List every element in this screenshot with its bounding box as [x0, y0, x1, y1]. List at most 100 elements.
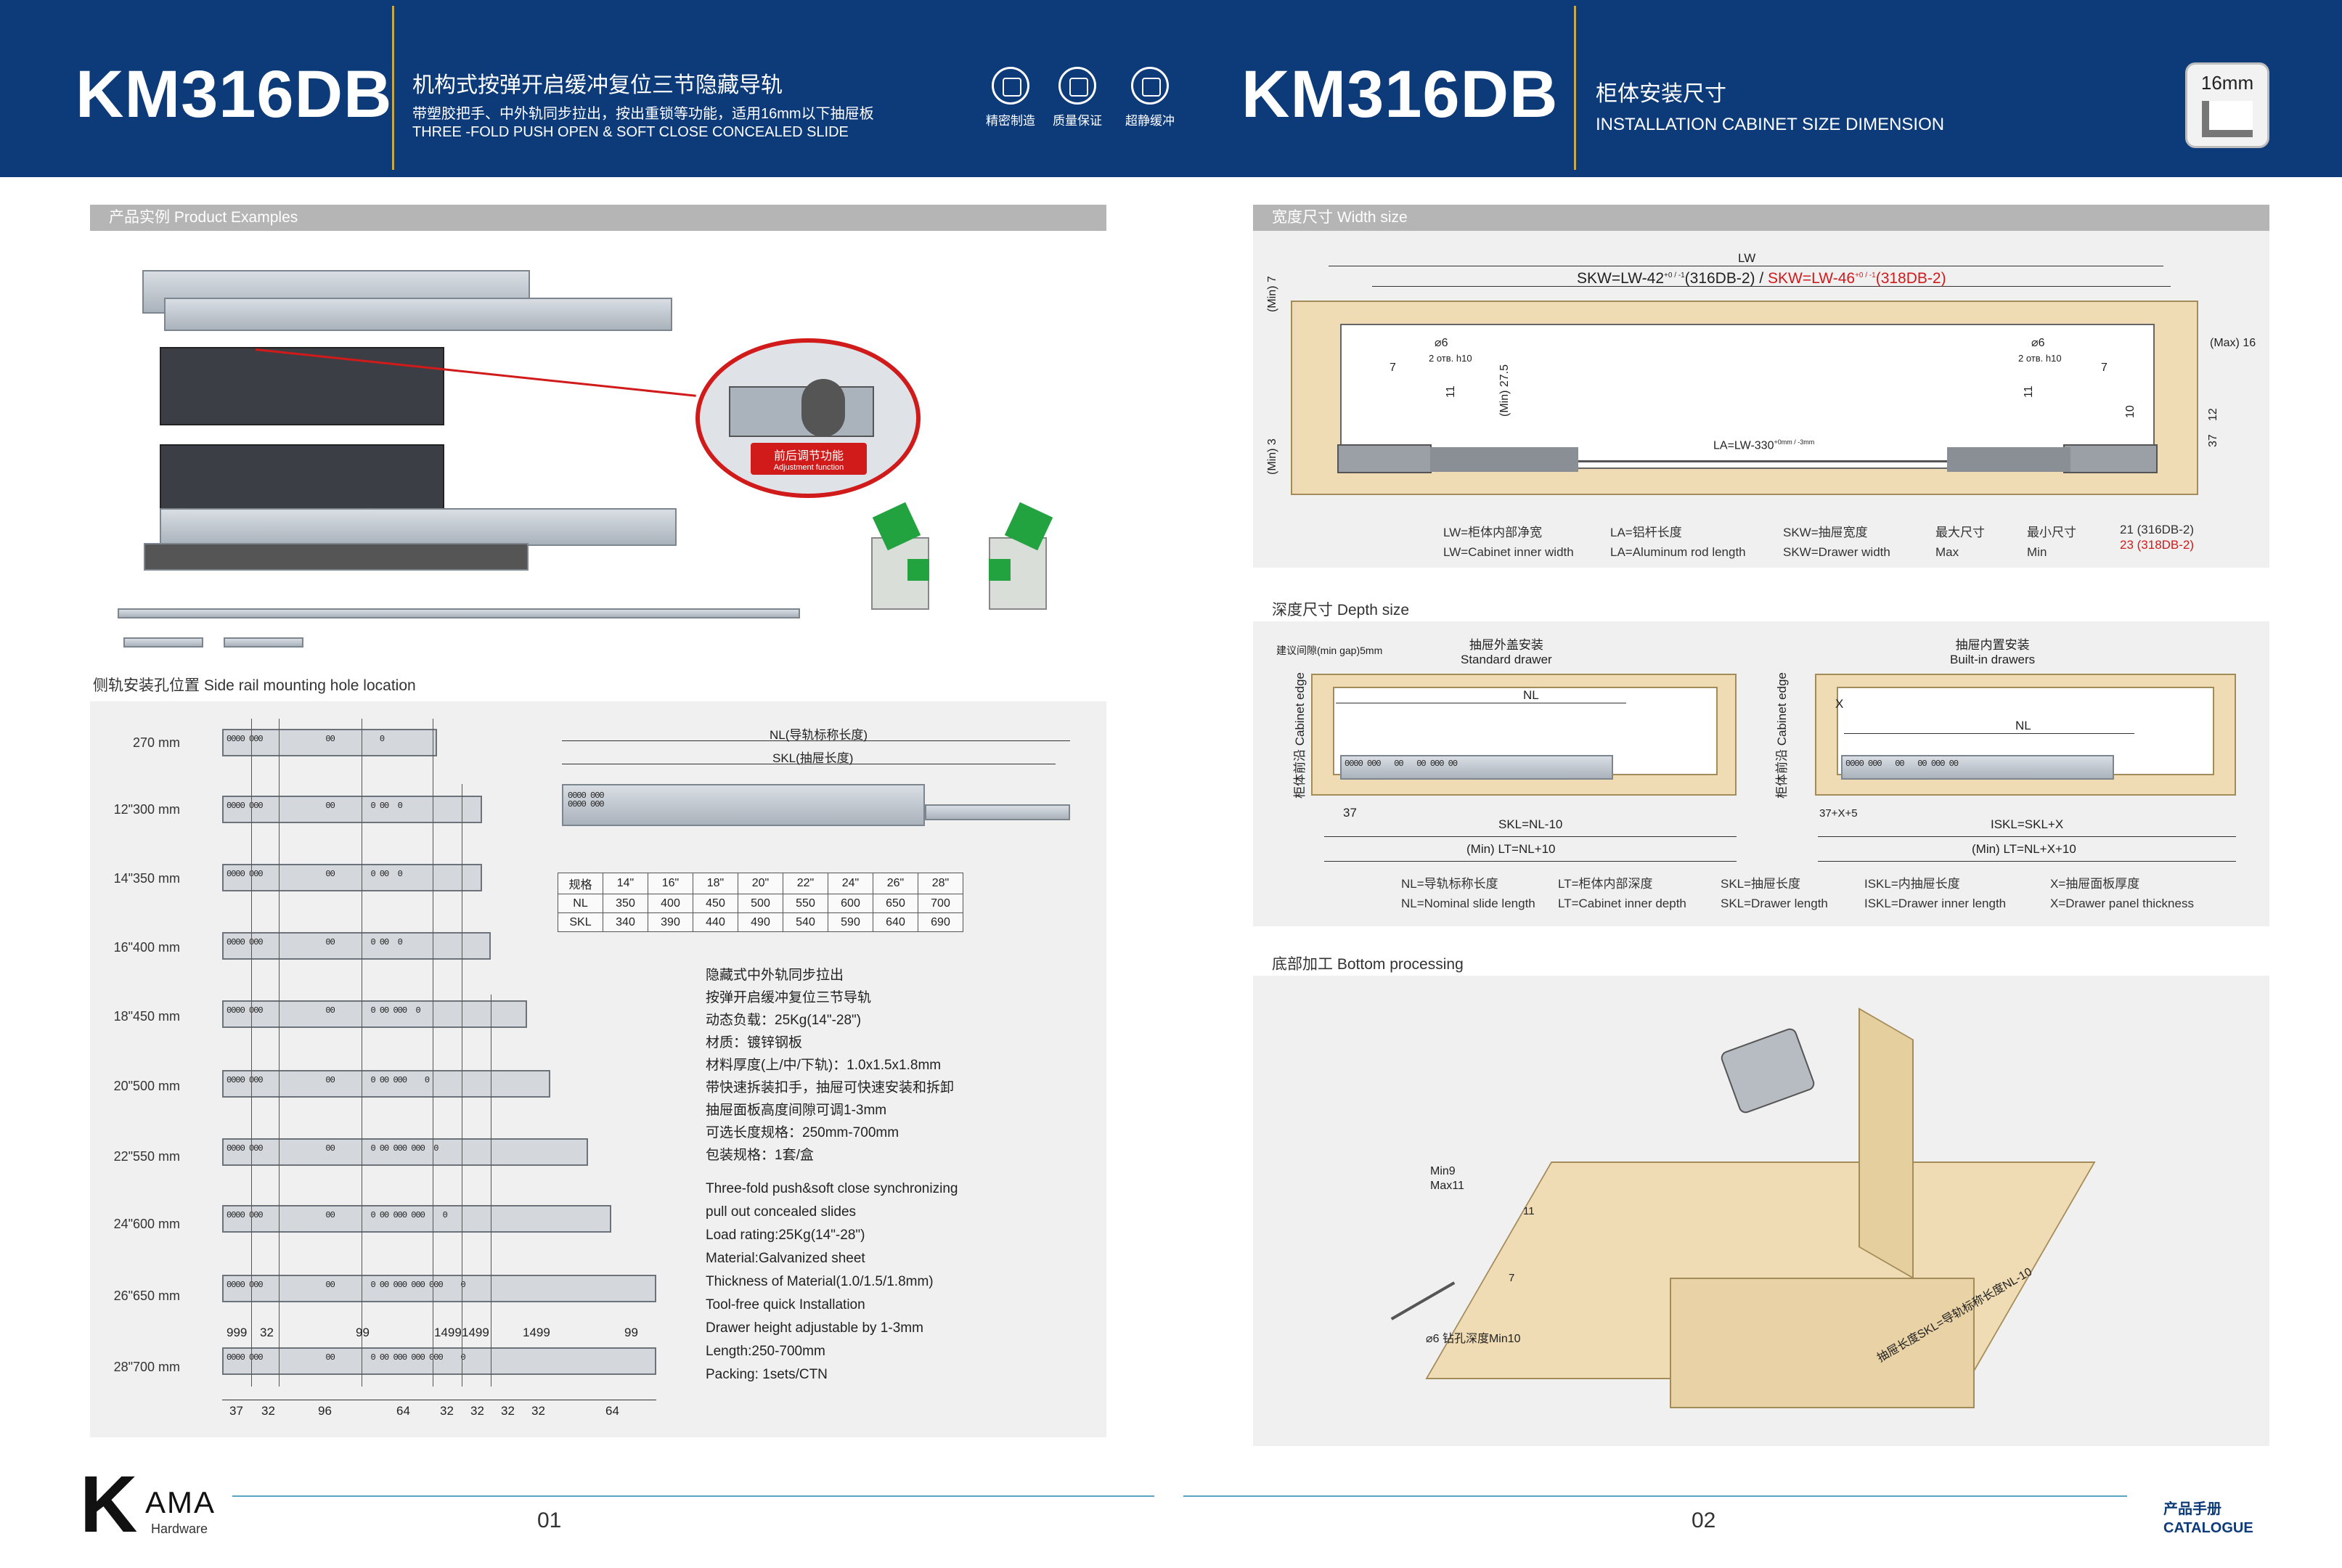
spec-line: 带快速拆装扣手，抽屉可快速安装和拆卸: [706, 1080, 955, 1095]
dim-label: 1499: [434, 1326, 462, 1339]
table-cell: 590: [828, 912, 873, 932]
nl-label-std: NL: [1523, 688, 1539, 702]
la-text: LA=LW-330: [1713, 439, 1774, 452]
table-row: NL 350 400 450 500 550 600 650 700: [558, 894, 963, 913]
spec-line: 动态负载：25Kg(14"-28"): [706, 1013, 862, 1028]
slide-section-right: [2063, 444, 2158, 473]
table-cell: SKL: [558, 912, 603, 932]
guide-line: [251, 719, 252, 1387]
legend-nl: NL=导轨标称长度 NL=Nominal slide length: [1401, 874, 1535, 913]
dim-37-std: 37: [1343, 806, 1357, 820]
dim-12-label: 12: [2207, 408, 2219, 421]
right-title-block: 柜体安装尺寸 INSTALLATION CABINET SIZE DIMENSI…: [1596, 75, 1944, 135]
table-cell: 400: [648, 894, 693, 913]
spec-line: Length:250-700mm: [706, 1344, 825, 1359]
lt-line: [1324, 861, 1737, 862]
cabinet-edge-en: Cabinet edge: [1775, 672, 1789, 746]
phi6-left: ⌀6: [1435, 337, 1448, 349]
drawer-side-3d: [1858, 1008, 1914, 1279]
spec-line: 可选长度规格：250mm-700mm: [706, 1125, 899, 1140]
std-label: 抽屉外盖安装 Standard drawer: [1461, 634, 1552, 667]
rod-connector: [123, 637, 203, 648]
page-number-right: 02: [1692, 1508, 1716, 1532]
dim-label: 999: [227, 1326, 248, 1339]
right-title-cn: 柜体安装尺寸: [1596, 82, 1726, 106]
aluminum-rod: [1578, 460, 1947, 462]
table-cell: 450: [693, 894, 738, 913]
cabinet-edge-en: Cabinet edge: [1293, 672, 1307, 746]
slide-depth-std: 0000 000 00 00 000 00: [1340, 755, 1613, 780]
rail-bar: 0000 000 00 0: [222, 729, 437, 756]
right-model-title: KM316DB: [1241, 57, 1559, 131]
footer-line-left: [232, 1495, 1154, 1497]
table-cell: 14": [603, 873, 648, 894]
legend-x: X=抽屉面板厚度 X=Drawer panel thickness: [2050, 874, 2194, 913]
dim-11-bottom: 11: [1523, 1205, 1535, 1217]
legend-lw: LW=柜体内部净宽 LW=Cabinet inner width: [1443, 523, 1574, 562]
legend-cn: ISKL=内抽屉长度: [1864, 877, 1960, 891]
max11-label: Max11: [1430, 1180, 1464, 1192]
min9-label: Min9: [1430, 1165, 1456, 1177]
builtin-label: 抽屉内置安装 Built-in drawers: [1950, 634, 2035, 667]
left-subtitle-cn: 带塑胶把手、中外轨同步拉出，按出重锁等功能，适用16mm以下抽屉板: [412, 106, 874, 122]
spec-line: pull out concealed slides: [706, 1204, 857, 1220]
min3-label: (Min) 3: [1266, 438, 1278, 475]
spec-line: Material:Galvanized sheet: [706, 1251, 865, 1266]
dim-10-label: 10: [2124, 405, 2137, 418]
table-cell: 16": [648, 873, 693, 894]
skw-formula-a: SKW=LW-42: [1577, 270, 1665, 287]
rail-bar: 0000 000 00 0 00 0: [222, 864, 482, 891]
spec-line: Three-fold push&soft close synchronizing: [706, 1181, 958, 1196]
dim-label: 32: [260, 1326, 274, 1339]
table-cell: 550: [783, 894, 828, 913]
rail-bar: 0000 000 00 0 00 000 000 0: [222, 1205, 611, 1233]
row-label: 20"500 mm: [113, 1079, 180, 1093]
table-cell: 600: [828, 894, 873, 913]
lt-line: [1818, 861, 2236, 862]
release-clip-left: [864, 502, 944, 617]
table-cell: 540: [783, 912, 828, 932]
product-examples-bar: 产品实例 Product Examples: [90, 205, 1106, 231]
cabinet-edge-cn: 柜体前沿: [1293, 749, 1307, 799]
dim-label: 32: [261, 1404, 275, 1418]
legend-en: Max: [1935, 545, 1959, 559]
rod-connector: [224, 637, 303, 648]
legend-cn: X=抽屉面板厚度: [2050, 877, 2140, 891]
x-label: X: [1835, 697, 1844, 711]
table-cell: 390: [648, 912, 693, 932]
row-label: 22"550 mm: [113, 1149, 180, 1164]
cabinet-edge-builtin: 柜体前沿 Cabinet edge: [1771, 672, 1790, 799]
dim-label: 1499: [523, 1326, 550, 1339]
dim-label: 32: [440, 1404, 454, 1418]
dim-label: 99: [624, 1326, 638, 1339]
spec-line: 材质：镀锌钢板: [706, 1035, 803, 1050]
table-cell: 18": [693, 873, 738, 894]
cabinet-edge-std: 柜体前沿 Cabinet edge: [1289, 672, 1307, 799]
legend-en: X=Drawer panel thickness: [2050, 897, 2194, 910]
legend-en: SKL=Drawer length: [1721, 897, 1828, 910]
legend-en: LT=Cabinet inner depth: [1558, 897, 1686, 910]
page-header: KM316DB 机构式按弹开启缓冲复位三节隐藏导轨 带塑胶把手、中外轨同步拉出，…: [0, 0, 2342, 177]
dim-7-left: 7: [1390, 362, 1396, 374]
feature-label: 精密制造: [986, 114, 1035, 128]
drawer-front-3d: [1670, 1278, 1975, 1408]
panel-profile-icon: [2202, 101, 2253, 137]
nl-label: NL(导轨标称长度): [770, 728, 868, 742]
nl-dimension-line: [562, 740, 1070, 741]
slide-section-left: [1337, 444, 1432, 473]
rail-bar: 0000 000 00 0 00 0: [222, 796, 482, 823]
legend-cn: 最大尺寸: [1935, 526, 1985, 539]
legend-skw: SKW=抽屉宽度 SKW=Drawer width: [1783, 523, 1890, 562]
kama-logo-k: K: [80, 1460, 138, 1549]
drill-depth-label: ⌀6 钻孔深度Min10: [1426, 1333, 1521, 1345]
spec-line: Load rating:25Kg(14"-28"): [706, 1228, 865, 1243]
legend-cn: SKW=抽屉宽度: [1783, 526, 1868, 539]
dim-7-right: 7: [2101, 362, 2108, 374]
slide-rail-bottom: [160, 508, 677, 546]
drawer-section: [1340, 324, 2155, 469]
specs-en: Three-fold push&soft close synchronizing…: [706, 1177, 958, 1387]
table-cell: 350: [603, 894, 648, 913]
left-model-title: KM316DB: [76, 57, 393, 131]
dim-37x-label: 37+X+5: [1819, 807, 1858, 820]
